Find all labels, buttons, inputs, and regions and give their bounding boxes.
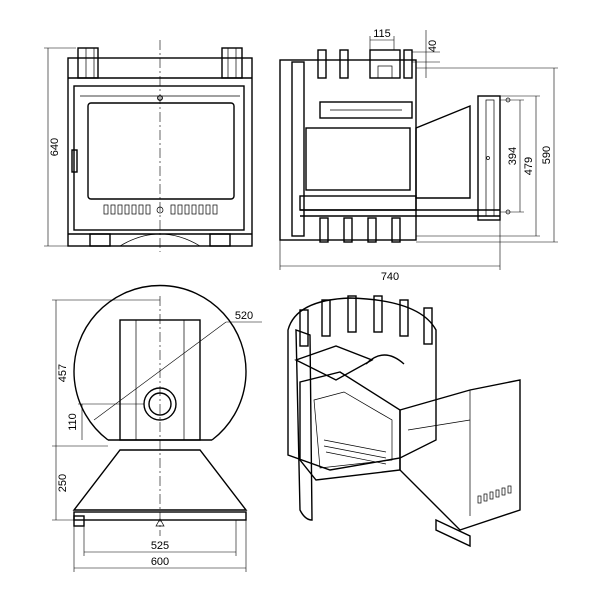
- dim-590-label: 590: [541, 146, 553, 164]
- door-glass: [87, 102, 235, 200]
- dim-640-label: 640: [49, 138, 61, 156]
- firebox: [305, 127, 411, 191]
- iso-base-rail: [435, 518, 471, 548]
- door-handle: [71, 149, 78, 173]
- dim-740-label: 740: [381, 271, 399, 283]
- hood-top: [72, 449, 248, 511]
- door-frame: [73, 85, 245, 231]
- rear-frame: [477, 95, 501, 221]
- dim-110-label: 110: [67, 413, 79, 431]
- side-view: 115 40 740 394 479 590: [279, 28, 558, 283]
- ash-tray: [299, 195, 417, 211]
- convection-hood-side: [415, 104, 471, 199]
- iso-top-ribs: [299, 295, 433, 347]
- dim-394-label: 394: [507, 147, 519, 165]
- iso-convection-hood: [399, 379, 521, 531]
- front-view: 640: [44, 40, 253, 252]
- iso-vent-slots: [477, 485, 512, 504]
- top-view: 520 457 110 250 525 600: [52, 284, 262, 572]
- dim-250-label: 250: [57, 474, 69, 492]
- dim-525-label: 525: [151, 540, 169, 552]
- top-circle-outline: [73, 284, 247, 441]
- dim-520-label: 520: [235, 310, 253, 322]
- isometric-view: [287, 295, 521, 548]
- dim-479-label: 479: [523, 157, 535, 175]
- iso-grate: [323, 439, 387, 465]
- side-front-panel: [291, 61, 305, 237]
- dim-115-label: 115: [373, 28, 391, 40]
- dim-600-label: 600: [151, 556, 169, 568]
- iso-left-wall: [295, 328, 313, 521]
- dim-40-label: 40: [427, 40, 439, 52]
- front-top-rib-left: [77, 47, 99, 79]
- bottom-vent-slots: [103, 204, 218, 215]
- front-top-rib-right: [221, 47, 243, 79]
- iso-top-plate: [294, 345, 374, 381]
- side-top-ribs: [317, 49, 413, 79]
- side-bottom-ribs: [319, 217, 401, 243]
- dim-457-label: 457: [57, 364, 69, 382]
- side-body: [279, 59, 417, 241]
- baffle-plate: [319, 101, 413, 119]
- iso-chimney-collar: [365, 354, 405, 365]
